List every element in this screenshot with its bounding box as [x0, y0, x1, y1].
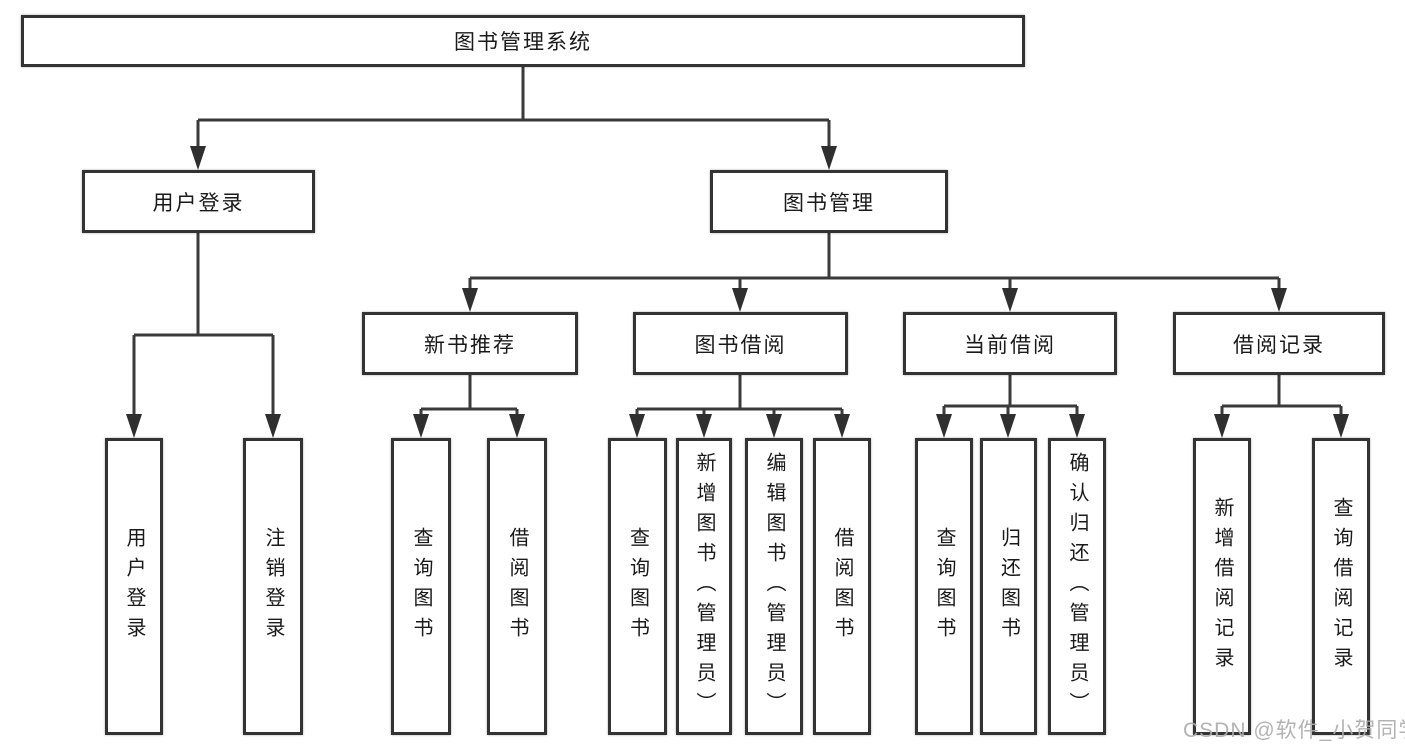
node-label: 查询图书 [626, 526, 649, 647]
node-user-login: 用户登录 [82, 170, 315, 233]
node-label: 当前借阅 [964, 333, 1056, 357]
node-label: 确认归还（管理员） [1066, 451, 1088, 722]
leaf-query-books-borrow: 查询图书 [608, 438, 667, 735]
leaf-add-books-admin: 新增图书（管理员） [676, 438, 732, 735]
leaf-user-login: 用户登录 [105, 438, 163, 735]
node-label: 查询借阅记录 [1330, 496, 1352, 677]
leaf-return-books: 归还图书 [980, 438, 1037, 735]
leaf-add-borrow-record: 新增借阅记录 [1193, 438, 1251, 735]
node-label: 图书管理系统 [454, 31, 592, 54]
node-label: 注销登录 [262, 526, 284, 647]
leaf-query-books-current: 查询图书 [915, 438, 973, 735]
node-label: 新书推荐 [424, 333, 516, 357]
node-label: 查询图书 [410, 526, 432, 647]
node-current-borrow: 当前借阅 [903, 312, 1117, 375]
node-label: 查询图书 [933, 526, 955, 647]
node-book-borrow: 图书借阅 [633, 312, 848, 375]
watermark: CSDN @软件_小贺同学 [1183, 719, 1405, 742]
leaf-borrow-books-recommend: 借阅图书 [487, 438, 547, 735]
leaf-borrow-books: 借阅图书 [813, 438, 871, 735]
node-label: 新增图书（管理员） [693, 451, 715, 722]
leaf-edit-books-admin: 编辑图书（管理员） [745, 438, 803, 735]
node-label: 借阅记录 [1233, 333, 1325, 357]
arrowheads [126, 146, 1349, 438]
node-root: 图书管理系统 [21, 15, 1025, 67]
node-label: 用户登录 [152, 191, 245, 215]
leaf-query-books-recommend: 查询图书 [391, 438, 451, 735]
node-book-management: 图书管理 [710, 170, 948, 233]
node-label: 用户登录 [123, 526, 145, 647]
node-label: 图书管理 [783, 191, 875, 215]
leaf-confirm-return-admin: 确认归还（管理员） [1048, 438, 1106, 735]
node-label: 新增借阅记录 [1211, 496, 1233, 677]
node-borrow-records: 借阅记录 [1173, 312, 1385, 375]
node-label: 编辑图书（管理员） [763, 451, 785, 722]
leaf-logout: 注销登录 [243, 438, 303, 735]
node-label: 借阅图书 [506, 526, 528, 647]
node-label: 归还图书 [997, 526, 1020, 647]
node-label: 图书借阅 [694, 333, 787, 357]
node-new-book-recommend: 新书推荐 [362, 312, 578, 375]
node-label: 借阅图书 [831, 526, 853, 647]
leaf-query-borrow-record: 查询借阅记录 [1312, 438, 1370, 735]
connector-paths [132, 67, 1343, 418]
